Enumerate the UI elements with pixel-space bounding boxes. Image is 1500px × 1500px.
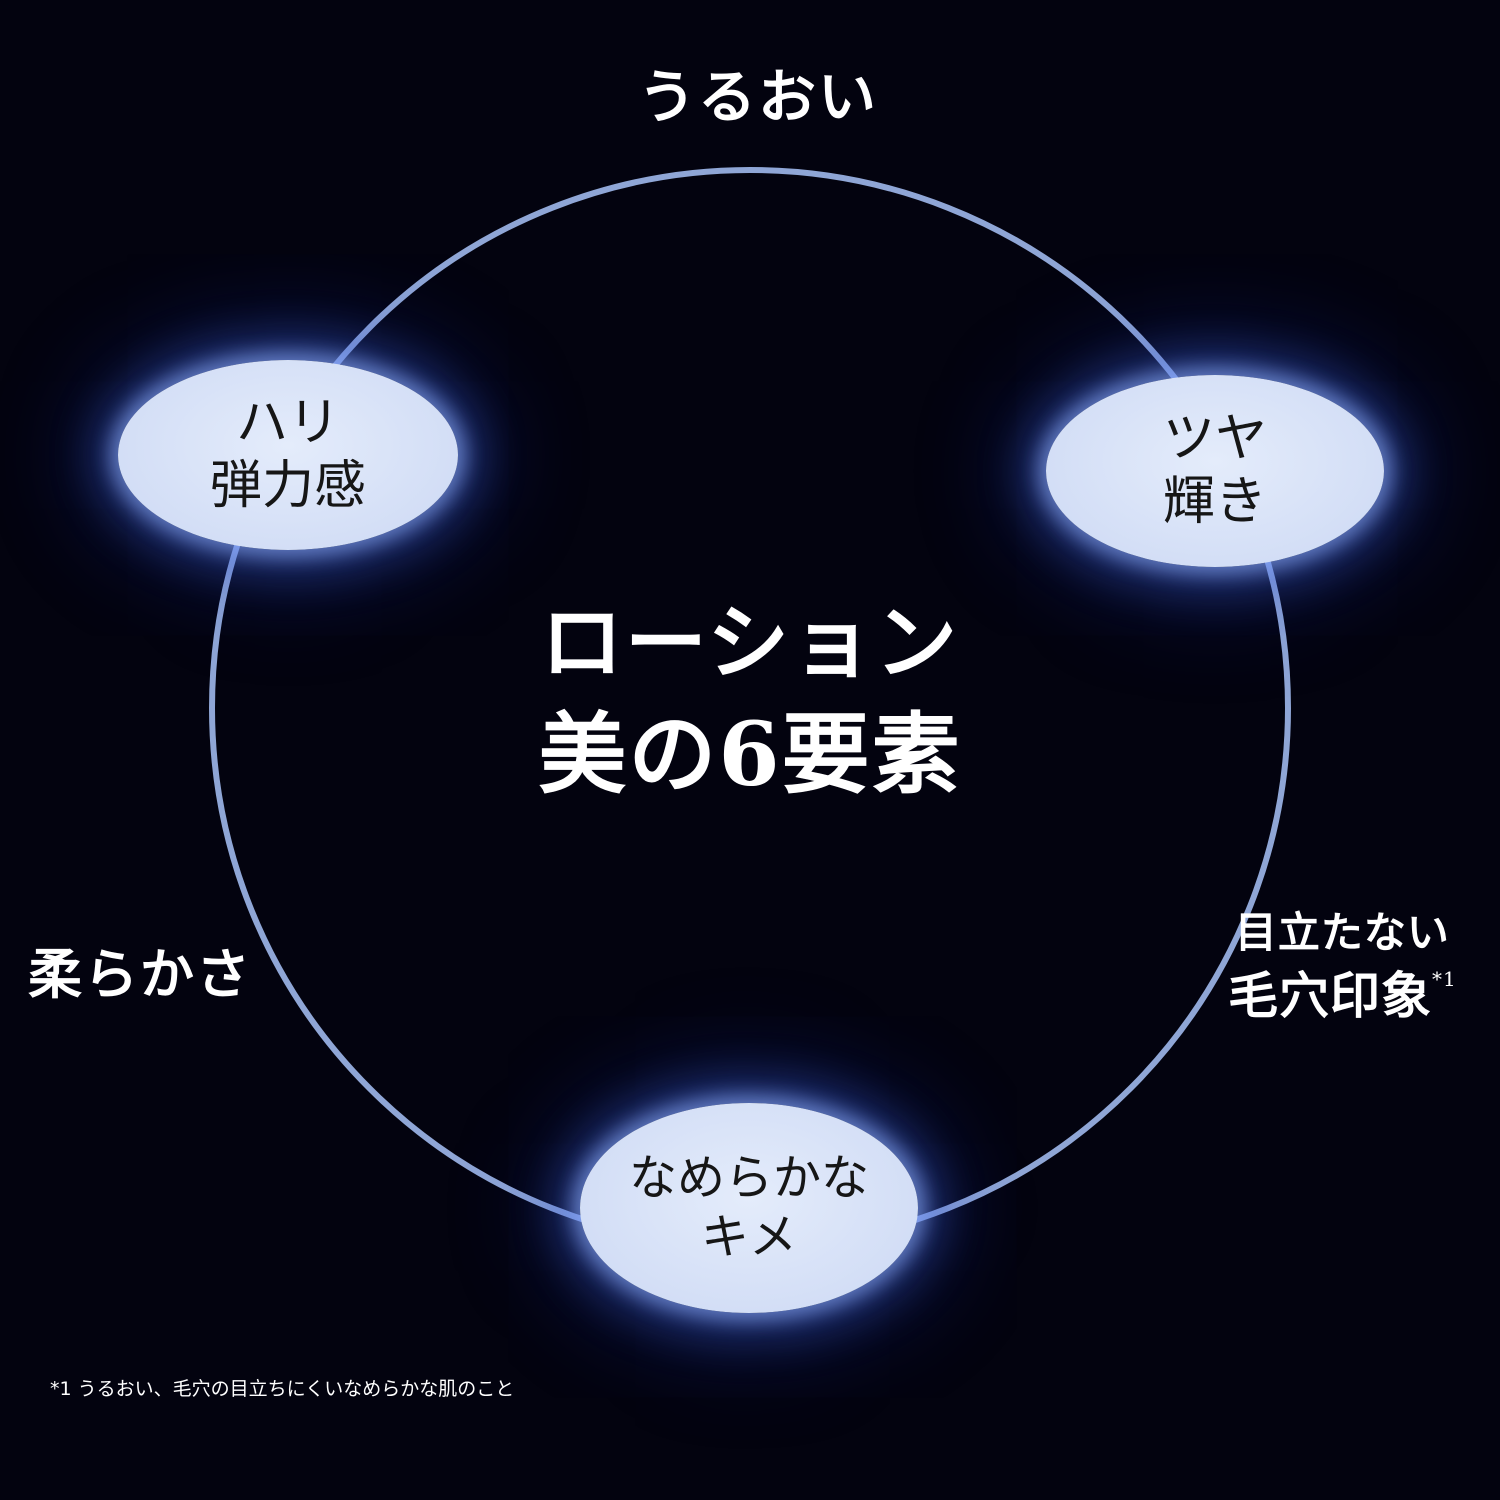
bubble-hari-line2: 弾力感 [209, 456, 366, 516]
label-yawarakasa: 柔らかさ [28, 942, 252, 1006]
center-title-line1: ローション [540, 595, 960, 691]
label-pore-line2-wrap: 毛穴印象*1 [1228, 962, 1457, 1030]
center-title: ローション 美の6要素 [450, 590, 1050, 811]
bubble-kime-line2: キメ [700, 1209, 797, 1265]
footnote: *1 うるおい、毛穴の目立ちにくいなめらかな肌のこと [50, 1378, 515, 1400]
label-pore-line2: 毛穴印象 [1228, 965, 1432, 1025]
label-pore-impression: 目立たない 毛穴印象*1 [1228, 905, 1457, 1029]
center-title-line2: 美の6要素 [538, 701, 962, 806]
bubble-kime-texture: なめらかな キメ [580, 1103, 918, 1313]
bubble-kime-line1: なめらかな [628, 1150, 869, 1207]
bubble-tsuya-line2: 輝き [1162, 472, 1267, 532]
bubble-tsuya-radiance: ツヤ 輝き [1046, 375, 1384, 567]
bubble-hari-elasticity: ハリ 弾力感 [118, 360, 458, 550]
bubble-hari-line1: ハリ [235, 392, 340, 453]
label-pore-line1: 目立たない [1234, 908, 1450, 957]
bubble-tsuya-line1: ツヤ [1162, 408, 1267, 469]
label-uruoi: うるおい [638, 63, 879, 131]
footnote-mark: *1 [1432, 966, 1457, 991]
